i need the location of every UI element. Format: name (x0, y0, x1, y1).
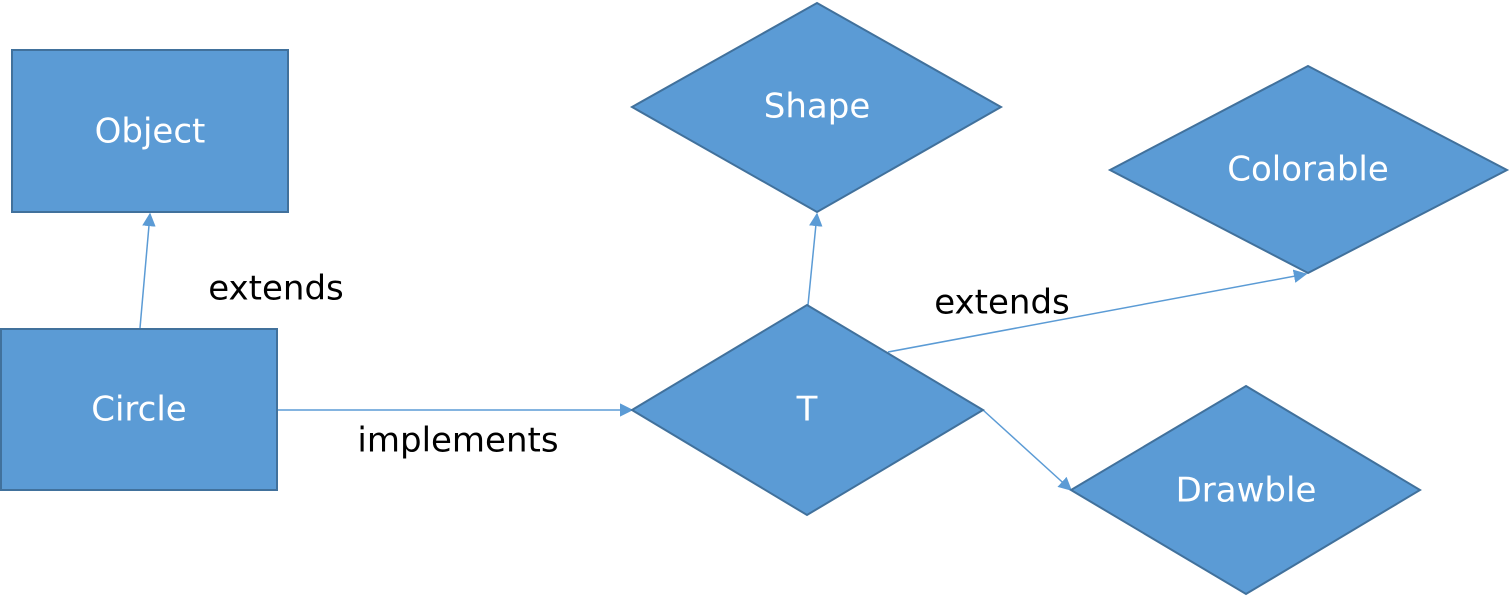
node-colorable: Colorable (1107, 64, 1510, 275)
node-t: T (630, 303, 985, 517)
edge-label-circle-implements-t: implements (357, 421, 558, 461)
edge-t-to-colorable (887, 269, 1308, 353)
node-drawble: Drawble (1069, 384, 1422, 596)
node-t-label: T (796, 390, 818, 430)
node-object: Object (11, 49, 289, 213)
node-drawble-label: Drawble (1176, 471, 1317, 511)
node-circle: Circle (0, 328, 278, 491)
node-shape: Shape (629, 1, 1004, 214)
edge-t-to-drawble (982, 409, 1072, 491)
edge-t-to-shape (807, 212, 823, 306)
node-circle-label: Circle (91, 390, 186, 430)
node-object-label: Object (95, 112, 206, 152)
node-colorable-label: Colorable (1227, 150, 1389, 190)
edge-circle-to-object (139, 212, 156, 329)
node-shape-label: Shape (764, 87, 870, 127)
edge-label-circle-extends-object: extends (208, 269, 344, 309)
edge-label-t-extends-colorable: extends (934, 283, 1070, 323)
